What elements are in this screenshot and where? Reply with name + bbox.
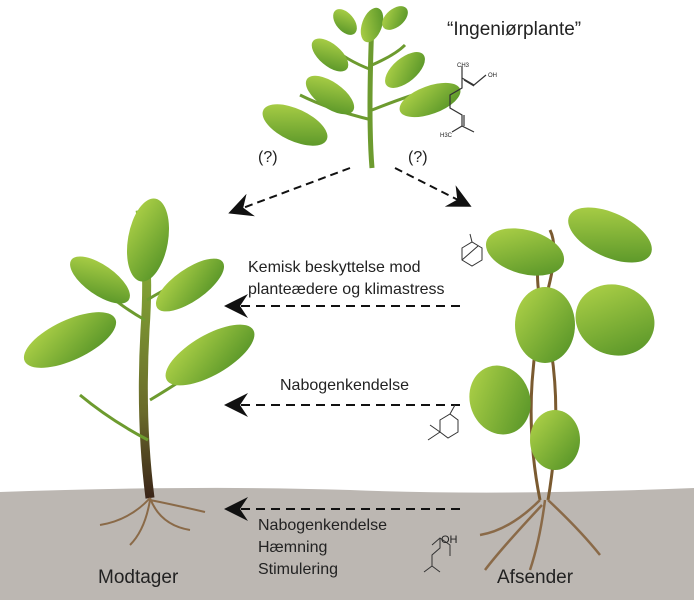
geraniol-molecule	[449, 66, 487, 133]
arrow-to-receiver	[228, 167, 351, 217]
oh-label: OH	[488, 73, 497, 79]
engineer-plant	[262, 6, 461, 169]
ch3-label: CH3	[457, 63, 470, 69]
soil-signal-label-1: Nabogenkendelse	[258, 517, 387, 534]
receiver-label: Modtager	[98, 567, 179, 588]
h3c-label: H3C	[440, 133, 453, 139]
chemical-defense-label-1: Kemisk beskyttelse mod	[248, 259, 421, 276]
neighbor-recognition-label: Nabogenkendelse	[280, 377, 409, 394]
linalool-oh-label: OH	[441, 534, 458, 546]
molecule-icons	[423, 233, 483, 573]
engineer-plant-title: “Ingeniørplante”	[447, 19, 582, 40]
soil-signal-label-2: Hæmning	[258, 539, 328, 556]
chemical-defense-label-2: planteædere og klimastress	[248, 281, 445, 298]
sender-label: Afsender	[497, 567, 574, 588]
soil-signal-label-3: Stimulering	[258, 561, 339, 578]
question-left: (?)	[258, 149, 278, 166]
question-right: (?)	[408, 149, 428, 166]
arrow-to-sender	[394, 167, 472, 207]
sender-plant	[469, 207, 655, 571]
receiver-plant	[23, 198, 255, 546]
